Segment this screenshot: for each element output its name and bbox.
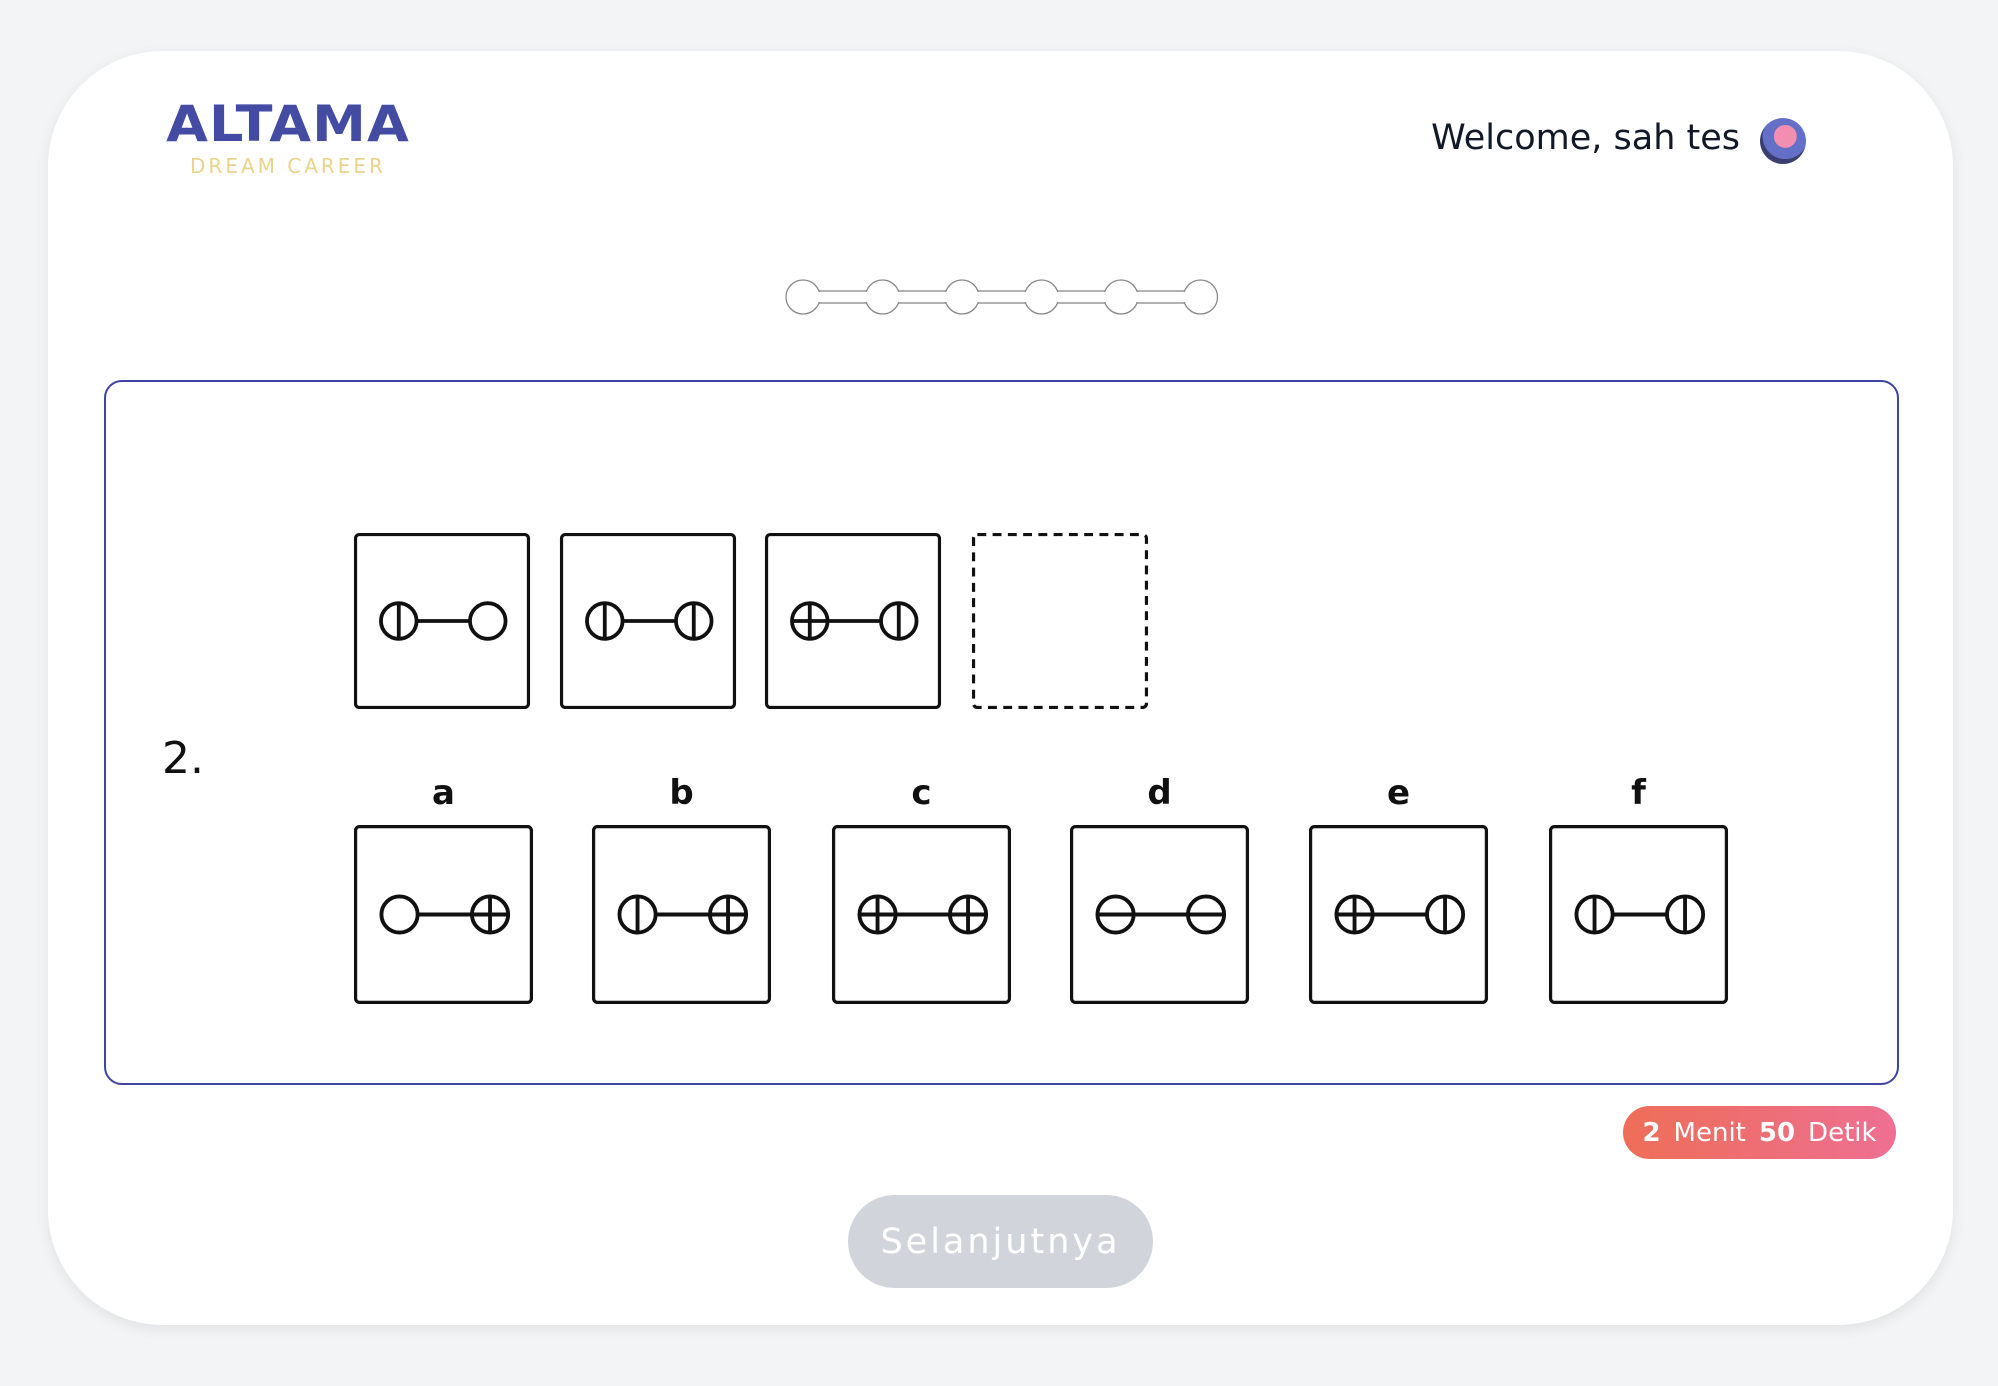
option-b[interactable]: [591, 824, 772, 1005]
user-avatar[interactable]: [1760, 118, 1806, 164]
logo-title: ALTAMA: [166, 95, 410, 153]
option-a[interactable]: [353, 824, 534, 1005]
progress-stepper: [785, 279, 1219, 315]
option-label-c: c: [911, 773, 932, 813]
option-d[interactable]: [1069, 824, 1250, 1005]
sequence-figure: [764, 532, 942, 710]
timer-seconds: 50: [1758, 1117, 1796, 1148]
timer-seconds-label: Detik: [1808, 1117, 1877, 1148]
logo: ALTAMA DREAM CAREER: [153, 96, 423, 178]
sequence-figure: [559, 532, 737, 710]
option-e[interactable]: [1308, 824, 1489, 1005]
next-button[interactable]: Selanjutnya: [848, 1195, 1153, 1288]
option-label-d: d: [1147, 773, 1172, 813]
option-label-b: b: [669, 773, 694, 813]
sequence-missing-slot: [971, 532, 1149, 710]
option-label-a: a: [432, 773, 455, 813]
timer-minutes: 2: [1642, 1117, 1661, 1148]
question-number: 2.: [162, 733, 204, 784]
option-label-f: f: [1631, 773, 1646, 813]
option-label-e: e: [1386, 773, 1411, 813]
sequence-figure: [353, 532, 531, 710]
option-c[interactable]: [831, 824, 1012, 1005]
countdown-timer: 2 Menit 50 Detik: [1623, 1106, 1896, 1159]
option-f[interactable]: [1548, 824, 1729, 1005]
welcome-text: Welcome, sah tes: [1431, 118, 1740, 158]
timer-minutes-label: Menit: [1673, 1117, 1746, 1148]
question-box: [104, 380, 1899, 1085]
logo-subtitle: DREAM CAREER: [190, 154, 386, 178]
